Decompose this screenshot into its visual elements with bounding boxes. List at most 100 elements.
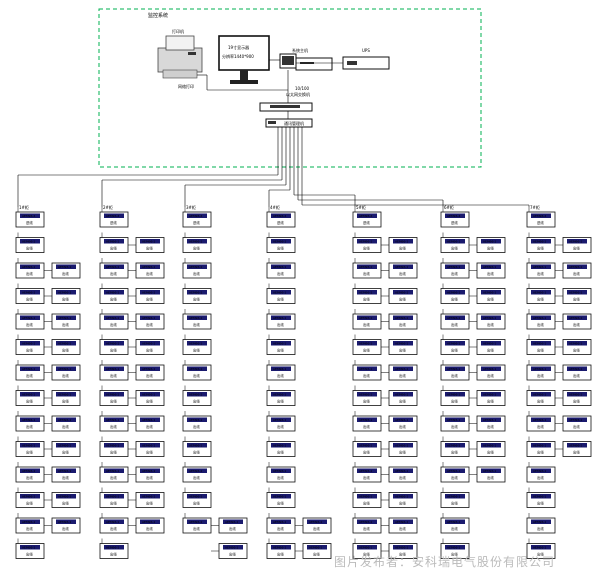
meter-name: 出线 — [363, 399, 370, 404]
meter-model: AEM96-1 — [22, 367, 35, 371]
meter-device: AEM96-4进线 — [99, 211, 129, 228]
meter-name: 出线 — [26, 246, 33, 251]
meter-display — [271, 264, 291, 269]
meter-display — [481, 239, 501, 244]
meter-display — [531, 315, 551, 320]
meter-model: AEM96-1 — [395, 520, 408, 524]
meter-model: AEM96-1 — [273, 342, 286, 346]
meter-name: 出线 — [313, 526, 320, 531]
meter-device: AEM96-1出线 — [526, 364, 556, 381]
meter-model: AEM96-1 — [569, 265, 582, 269]
meter-name: 进线 — [193, 220, 200, 225]
meter-device: AEM96-1出线 — [182, 262, 212, 279]
meter-device: AEM96-1出线 — [266, 339, 296, 355]
meter-name: 出线 — [277, 297, 284, 302]
meter-device: AEM96-1出线 — [135, 466, 165, 483]
meter-model: AEM96-1 — [395, 495, 408, 499]
meter-device: AEM96-1出线 — [99, 313, 129, 330]
meter-device: AEM96-1出线 — [51, 313, 81, 330]
meter-model: AEM96-1 — [189, 367, 202, 371]
network-switch-icon — [259, 102, 313, 112]
meter-model: AEM96-1 — [483, 367, 496, 371]
meter-model: AEM96-1 — [22, 495, 35, 499]
meter-model: AEM96-1 — [359, 469, 372, 473]
meter-name: 出线 — [277, 322, 284, 327]
network-label-1: 10/100 — [295, 86, 310, 91]
meter-model: AEM96-1 — [58, 495, 71, 499]
meter-device: AEM96-1出线 — [266, 313, 296, 330]
meter-device: AEM96-1出线 — [440, 262, 470, 279]
meter-display — [187, 341, 207, 346]
meter-device: AEM96-1出线 — [51, 517, 81, 534]
monitor-icon — [218, 35, 270, 84]
meter-display — [357, 443, 377, 448]
meter-device: AEM96-1出线 — [135, 262, 165, 279]
meter-name: 出线 — [537, 526, 544, 531]
meter-name: 进线 — [26, 220, 33, 225]
meter-name: 出线 — [363, 450, 370, 455]
meter-model: AEM96-1 — [483, 444, 496, 448]
meter-name: 出线 — [62, 450, 69, 455]
meter-model: AEM96-1 — [395, 316, 408, 320]
meter-device: AEM96-1出线 — [51, 339, 81, 355]
meter-model: AEM96-1 — [22, 469, 35, 473]
meter-device: AEM96-4进线 — [526, 211, 556, 228]
meter-display — [104, 239, 124, 244]
meter-model: AEM96-1 — [359, 240, 372, 244]
meter-model: AEM96-1 — [22, 393, 35, 397]
meter-name: 出线 — [146, 501, 153, 506]
meter-display — [140, 290, 160, 295]
meter-device: AEM96-1出线 — [51, 492, 81, 508]
meter-display — [357, 392, 377, 397]
meter-display — [393, 366, 413, 371]
meter-display — [140, 519, 160, 524]
meter-display — [140, 264, 160, 269]
meter-name: 出线 — [573, 424, 580, 429]
meter-device: AEM96-1出线 — [182, 313, 212, 330]
meter-display — [271, 341, 291, 346]
meter-device: AEM96-1出线 — [526, 415, 556, 432]
meter-model: AEM96-1 — [142, 316, 155, 320]
meter-device: AEM96-1出线 — [99, 237, 129, 253]
meter-display — [104, 519, 124, 524]
meter-device: AEM96-1出线 — [526, 517, 556, 534]
meter-display — [307, 545, 327, 550]
meter-device: AEM96-1出线 — [440, 441, 470, 457]
meter-display — [567, 417, 587, 422]
meter-device: AEM96-1出线 — [388, 339, 418, 355]
meter-model: AEM96-1 — [273, 367, 286, 371]
meter-model: AEM96-1 — [533, 469, 546, 473]
meter-device: AEM96-1出线 — [266, 466, 296, 483]
meter-model: AEM96-1 — [359, 393, 372, 397]
meter-name: 出线 — [399, 450, 406, 455]
meter-model: AEM96-1 — [533, 367, 546, 371]
meter-name: 出线 — [313, 552, 320, 557]
meter-device: AEM96-1出线 — [99, 339, 129, 355]
meter-model: AEM96-1 — [106, 316, 119, 320]
meter-name: 出线 — [487, 322, 494, 327]
meter-name: 出线 — [26, 399, 33, 404]
meter-display — [357, 239, 377, 244]
meter-model: AEM96-1 — [106, 469, 119, 473]
meter-model: AEM96-1 — [142, 495, 155, 499]
cabinet-label: 3#柜 — [186, 204, 196, 210]
meter-device: AEM96-1出线 — [352, 313, 382, 330]
meter-model: AEM96-1 — [533, 444, 546, 448]
meter-device: AEM96-4进线 — [440, 211, 470, 228]
meter-model: AEM96-1 — [359, 342, 372, 346]
meter-device: AEM96-1出线 — [266, 364, 296, 381]
meter-device: AEM96-1出线 — [51, 390, 81, 406]
meter-display — [140, 341, 160, 346]
meter-device: AEM96-1出线 — [562, 415, 592, 432]
meter-device: AEM96-1出线 — [526, 466, 556, 483]
meter-name: 出线 — [146, 526, 153, 531]
ups-icon — [342, 56, 390, 70]
meter-device: AEM96-1出线 — [15, 543, 45, 559]
meter-display — [357, 264, 377, 269]
meter-name: 出线 — [26, 501, 33, 506]
meter-model: AEM96-1 — [22, 342, 35, 346]
meter-display — [531, 341, 551, 346]
station-title: 监控系统 — [148, 12, 168, 19]
meter-display — [223, 545, 243, 550]
